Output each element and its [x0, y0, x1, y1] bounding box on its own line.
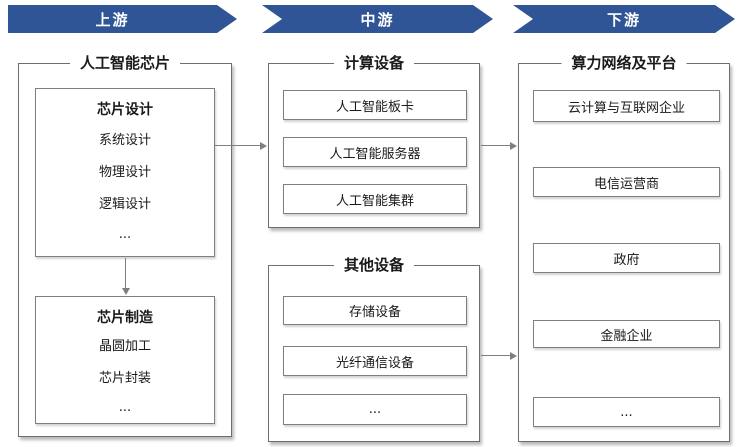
item-other-equipment-ellipsis: ... [283, 394, 467, 425]
banner-upstream: 上游 [8, 5, 237, 33]
item-cloud-internet-companies: 云计算与互联网企业 [533, 90, 720, 122]
arrow-design-to-manufacturing [122, 258, 130, 295]
item-optical-fiber-equipment: 光纤通信设备 [283, 346, 467, 376]
item-government-label: 政府 [613, 252, 640, 268]
item-ai-cluster-label: 人工智能集群 [335, 193, 414, 209]
arrow-computing-to-downstream [481, 142, 517, 150]
item-downstream-ellipsis-label: ... [620, 404, 633, 420]
item-ai-board: 人工智能板卡 [283, 90, 467, 120]
group-ai-chip-title: 人工智能芯片 [69, 53, 181, 74]
item-ai-cluster: 人工智能集群 [283, 184, 467, 214]
group-computing-equipment-title: 计算设备 [333, 53, 415, 74]
box-chip-design: 芯片设计 系统设计 物理设计 逻辑设计 ... [35, 88, 215, 257]
chip-design-item: 逻辑设计 [98, 196, 151, 212]
item-telecom-operators: 电信运营商 [533, 167, 720, 197]
chip-manufacturing-item: 芯片封装 [98, 370, 151, 386]
box-chip-manufacturing: 芯片制造 晶圆加工 芯片封装 ... [35, 296, 215, 424]
banner-downstream: 下游 [513, 5, 735, 33]
item-ai-server-label: 人工智能服务器 [329, 146, 421, 162]
chip-manufacturing-item-ellipsis: ... [118, 399, 132, 415]
item-telecom-operators-label: 电信运营商 [593, 176, 659, 192]
item-ai-board-label: 人工智能板卡 [335, 99, 414, 115]
group-computing-network-platform-title: 算力网络及平台 [561, 53, 687, 74]
box-chip-design-title: 芯片设计 [97, 102, 153, 118]
item-financial-companies-label: 金融企业 [600, 328, 653, 344]
chip-design-item: 系统设计 [98, 132, 151, 148]
chip-manufacturing-item: 晶圆加工 [98, 339, 151, 355]
banner-midstream: 中游 [262, 5, 493, 33]
item-storage-equipment: 存储设备 [283, 296, 467, 325]
chip-design-item: 物理设计 [98, 164, 151, 180]
group-other-equipment-title: 其他设备 [333, 255, 415, 276]
arrow-other-to-downstream [481, 352, 517, 360]
item-financial-companies: 金融企业 [533, 320, 720, 348]
banner-downstream-label: 下游 [606, 10, 641, 29]
item-storage-equipment-label: 存储设备 [348, 305, 401, 320]
arrow-upstream-to-midstream [215, 142, 267, 150]
chip-design-item-ellipsis: ... [118, 226, 132, 242]
item-optical-fiber-equipment-label: 光纤通信设备 [335, 355, 414, 371]
item-ai-server: 人工智能服务器 [283, 137, 467, 167]
box-chip-manufacturing-title: 芯片制造 [97, 309, 153, 326]
item-cloud-internet-companies-label: 云计算与互联网企业 [567, 100, 685, 116]
banner-midstream-label: 中游 [360, 10, 395, 29]
item-downstream-ellipsis: ... [533, 397, 720, 427]
item-other-equipment-ellipsis-label: ... [368, 402, 382, 417]
item-government: 政府 [533, 243, 720, 273]
banner-upstream-label: 上游 [95, 10, 130, 29]
